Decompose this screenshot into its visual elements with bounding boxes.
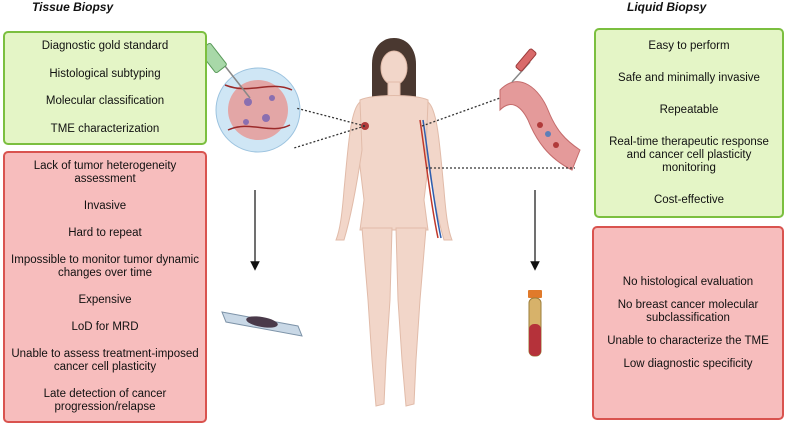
tissue-biopsy-title: Tissue Biopsy (32, 0, 114, 14)
tissue-disadvantage-item: Late detection of cancer progression/rel… (43, 388, 167, 413)
syringe-icon (511, 48, 537, 83)
liquid-advantage-item: Repeatable (659, 103, 719, 116)
tissue-advantage-item: Diagnostic gold standard (41, 40, 169, 53)
liquid-advantage-item: Cost-effective (653, 193, 725, 206)
liquid-disadvantage-item: Unable to characterize the TME (607, 334, 769, 347)
tissue-disadvantage-item: Hard to repeat (68, 227, 142, 239)
liquid-advantage-item: Easy to perform (648, 39, 730, 52)
arm-vessels (419, 119, 442, 239)
tissue-advantage-item: Molecular classification (45, 95, 165, 108)
blood-tube-icon (528, 290, 542, 357)
liquid-disadvantages-box: No histological evaluation No breast can… (592, 226, 784, 420)
tissue-disadvantage-item: Expensive (78, 294, 132, 306)
human-figure (335, 38, 453, 407)
tissue-disadvantage-item: Invasive (83, 200, 127, 212)
tissue-disadvantages-box: Lack of tumor heterogeneity assessment I… (3, 151, 207, 423)
liquid-disadvantage-item: Low diagnostic specificity (623, 357, 753, 370)
tissue-advantage-item: Histological subtyping (49, 67, 161, 80)
tissue-sample-illustration (215, 67, 301, 153)
tissue-disadvantage-item: Lack of tumor heterogeneity assessment (33, 160, 177, 185)
tissue-disadvantage-item: LoD for MRD (71, 321, 139, 333)
tissue-disadvantage-item: Impossible to monitor tumor dynamic chan… (11, 254, 199, 279)
tissue-disadvantage-item: Unable to assess treatment-imposed cance… (11, 348, 199, 373)
liquid-advantages-box: Easy to perform Safe and minimally invas… (594, 28, 784, 218)
tissue-advantage-item: TME characterization (50, 122, 160, 135)
liquid-advantage-item: Safe and minimally invasive (618, 71, 760, 84)
liquid-disadvantage-item: No histological evaluation (622, 275, 754, 288)
liquid-disadvantage-item: No breast cancer molecular subclassifica… (617, 298, 759, 324)
microscope-slide-icon (221, 311, 303, 337)
liquid-biopsy-title: Liquid Biopsy (627, 0, 707, 14)
tissue-advantages-box: Diagnostic gold standard Histological su… (3, 31, 207, 145)
liquid-advantage-item: Real-time therapeutic response and cance… (609, 135, 769, 174)
blood-vessel-illustration (499, 81, 581, 171)
